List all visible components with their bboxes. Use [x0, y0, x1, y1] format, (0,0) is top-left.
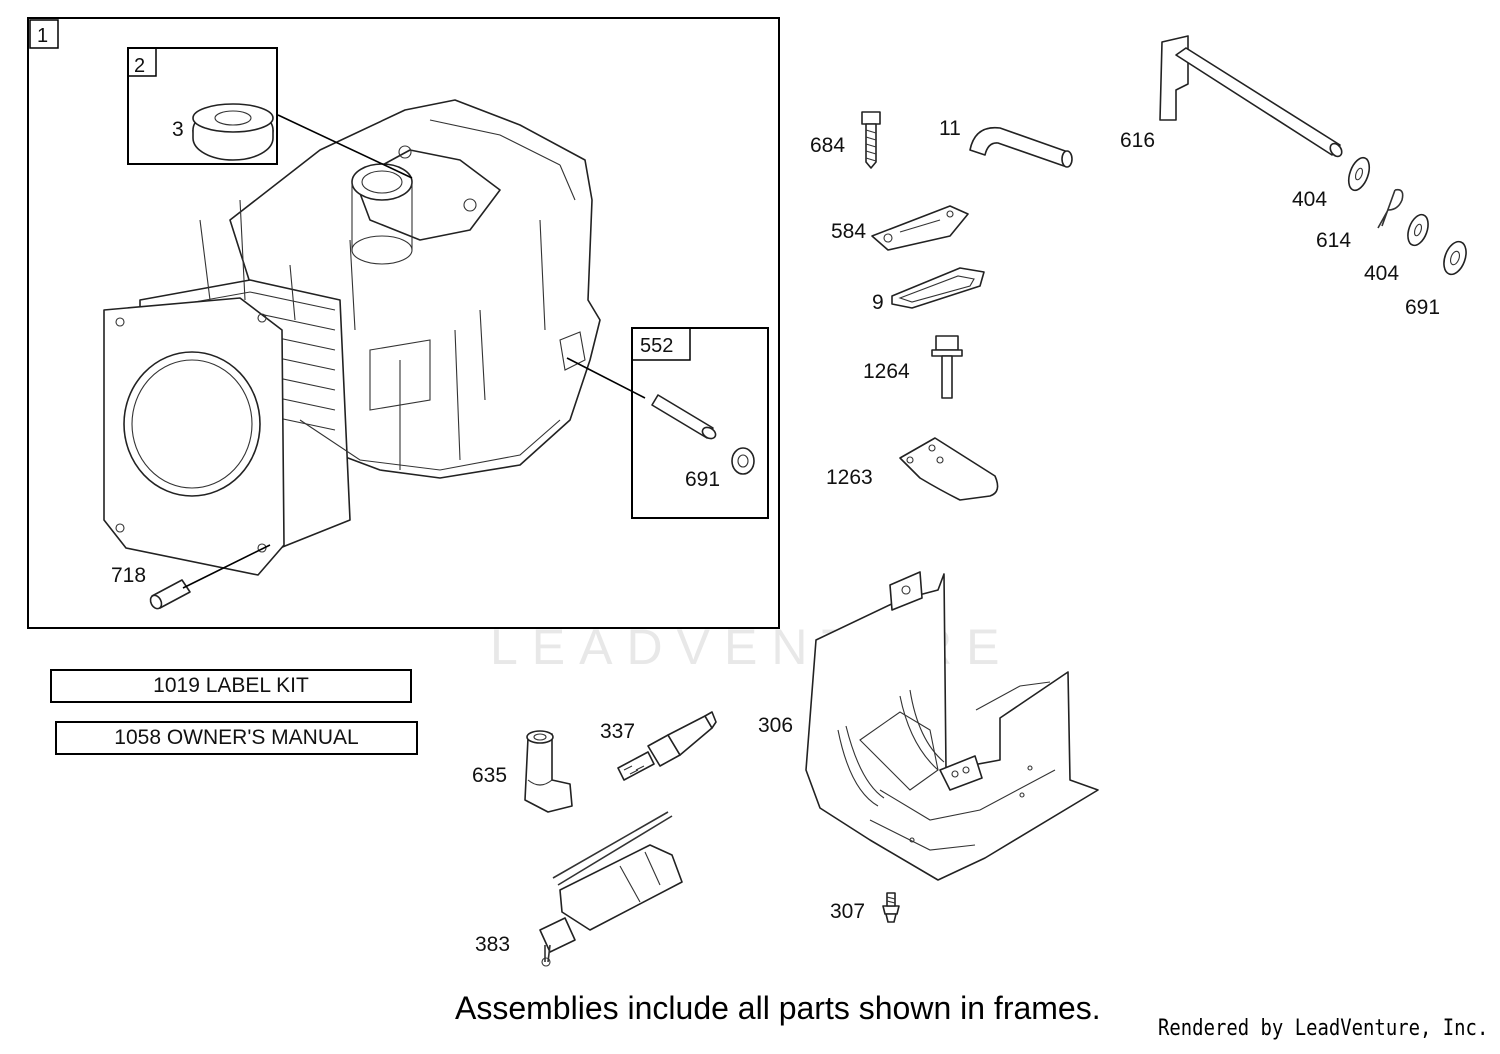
label-kit-box: 1019 LABEL KIT [50, 669, 412, 703]
callout-584: 584 [831, 220, 866, 243]
spark-plug-boot-635-drawing [524, 730, 573, 813]
leader-552 [566, 357, 646, 399]
callout-684: 684 [810, 134, 845, 157]
washer-404-top-drawing [1347, 156, 1371, 192]
engine-block-drawing [103, 99, 601, 576]
spark-plug-337-drawing [617, 711, 717, 781]
callout-404-top: 404 [1292, 188, 1327, 211]
dowel-pin-718-drawing [149, 579, 191, 610]
callout-691: 691 [1405, 296, 1440, 319]
plate-1263-drawing [899, 437, 999, 501]
callout-9: 9 [872, 291, 884, 314]
gasket-9-drawing [891, 267, 985, 309]
bolt-1264-drawing [931, 335, 963, 399]
callout-337: 337 [600, 720, 635, 743]
oil-seal-drawing [192, 103, 274, 161]
ignition-lead-383-drawing [539, 811, 683, 967]
bolt-684-drawing [861, 111, 881, 169]
assemblies-note: Assemblies include all parts shown in fr… [455, 990, 1101, 1026]
callout-1264: 1264 [863, 360, 910, 383]
callout-307: 307 [830, 900, 865, 923]
callout-1263: 1263 [826, 466, 873, 489]
hitch-pin-614-drawing [1377, 188, 1404, 229]
frame-2-tag: 2 [134, 55, 145, 77]
washer-691-drawing [1443, 240, 1467, 276]
frame-2: 2 [127, 47, 278, 165]
dowel-pin-552-drawing [651, 394, 717, 440]
owners-manual-box: 1058 OWNER'S MANUAL [55, 721, 418, 755]
breather-tube-11-drawing [969, 126, 1073, 168]
callout-3: 3 [172, 118, 184, 141]
render-credit: Rendered by LeadVenture, Inc. [1158, 1016, 1489, 1041]
callout-635: 635 [472, 764, 507, 787]
callout-383: 383 [475, 933, 510, 956]
callout-616: 616 [1120, 129, 1155, 152]
frame-552: 552 [631, 327, 769, 519]
governor-shaft-616-drawing [1159, 35, 1343, 158]
leader-3 [277, 114, 413, 179]
plate-584-drawing [871, 205, 969, 251]
callout-691-frame: 691 [685, 468, 720, 491]
washer-404-bottom-drawing [1407, 213, 1429, 247]
callout-404-bottom: 404 [1364, 262, 1399, 285]
screw-307-drawing [882, 892, 900, 923]
washer-691-frame-drawing [731, 447, 755, 475]
frame-552-tag: 552 [640, 335, 673, 357]
callout-306: 306 [758, 714, 793, 737]
callout-614: 614 [1316, 229, 1351, 252]
leader-718 [182, 544, 271, 589]
callout-11: 11 [939, 117, 961, 140]
frame-1-tag: 1 [37, 25, 48, 47]
frame-1: 1 [27, 17, 780, 629]
callout-718: 718 [111, 564, 146, 587]
air-guide-306-drawing [805, 571, 1099, 881]
